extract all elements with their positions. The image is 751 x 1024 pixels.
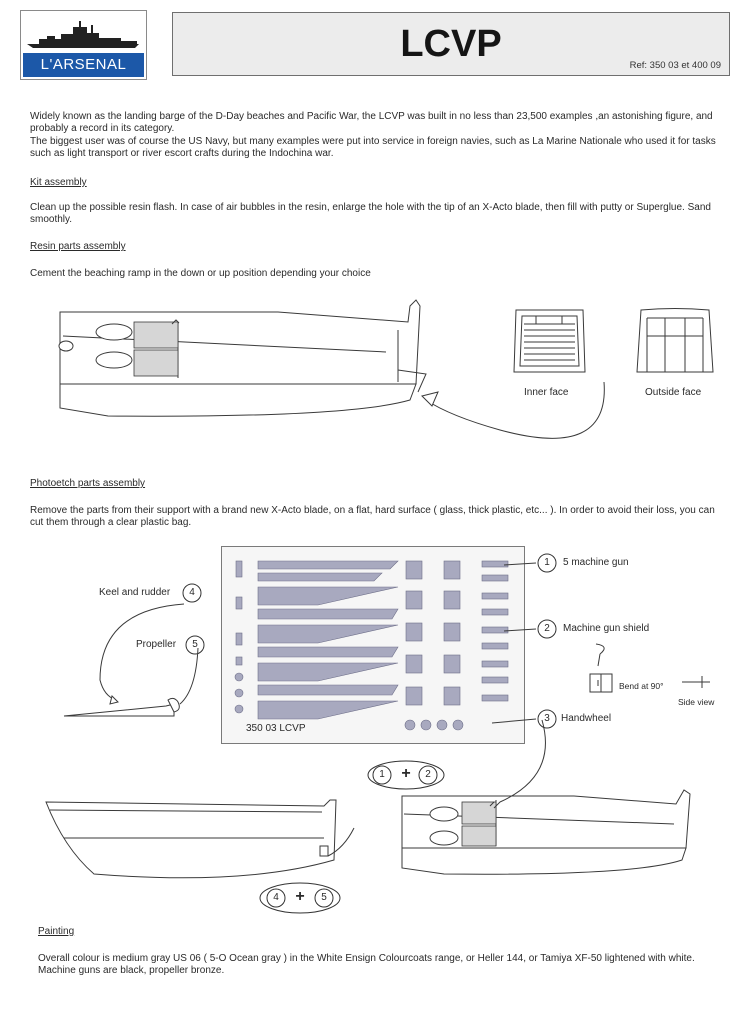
fret-label: 350 03 LCVP (246, 723, 306, 734)
fret-parts (234, 560, 509, 731)
callout-2-marker (537, 619, 557, 639)
ramp-inner-face-drawing (513, 309, 586, 373)
resin-parts-text: Cement the beaching ramp in the down or … (30, 268, 371, 279)
group-1-number-b: 2 (425, 769, 431, 780)
hull-side-drawing (45, 799, 355, 879)
group-2-plus: + (295, 888, 305, 905)
brand-name: L'ARSENAL (23, 53, 144, 77)
callout-1-2-group (367, 760, 445, 790)
callout-3-number: 3 (544, 713, 550, 724)
keel-rudder-label: Keel and rudder (99, 587, 171, 598)
group-2-number-b: 5 (321, 892, 327, 903)
machine-gun-label: 5 machine gun (563, 557, 629, 568)
bend-label: Bend at 90° (619, 681, 664, 691)
group-1-number-a: 1 (379, 769, 385, 780)
hull-top-drawing (401, 789, 691, 875)
intro-paragraph-2: The biggest user was of course the US Na… (30, 136, 716, 159)
handwheel-label: Handwheel (561, 713, 612, 724)
painting-text: Overall colour is medium gray US 06 ( 5-… (38, 953, 695, 976)
warship-icon (27, 21, 139, 48)
ramp-outside-face-drawing (636, 308, 714, 373)
ramp-arrow (421, 381, 605, 439)
photoetch-text: Remove the parts from their support with… (30, 505, 715, 528)
painting-heading: Painting (38, 926, 75, 937)
page-title: LCVP (400, 23, 502, 65)
callout-1-marker (537, 553, 557, 573)
callout-4-number: 4 (189, 587, 195, 598)
intro-paragraph-1: Widely known as the landing barge of the… (30, 111, 713, 134)
callout-leader-lines (491, 562, 537, 724)
keel-propeller-drawing (63, 603, 199, 717)
title-panel: LCVP Ref: 350 03 et 400 09 (172, 12, 730, 76)
machine-gun-shield-label: Machine gun shield (563, 623, 650, 634)
callout-4-marker (182, 583, 202, 603)
inner-face-label: Inner face (524, 387, 569, 398)
side-view-drawing (682, 676, 710, 688)
callout-5-marker (185, 635, 205, 655)
group-2-number-a: 4 (273, 892, 279, 903)
kit-assembly-text: Clean up the possible resin flash. In ca… (30, 202, 711, 225)
side-view-label: Side view (678, 697, 715, 707)
propeller-label: Propeller (136, 639, 177, 650)
resin-parts-heading: Resin parts assembly (30, 241, 126, 252)
kit-assembly-heading: Kit assembly (30, 177, 87, 188)
callout-1-number: 1 (544, 557, 550, 568)
handwheel-leader (493, 719, 546, 809)
reference-number: Ref: 350 03 et 400 09 (629, 60, 721, 71)
callout-4-5-group (259, 882, 341, 914)
photoetch-fret: 350 03 LCVP (221, 546, 525, 744)
bend-detail-drawing (589, 643, 613, 693)
callout-5-number: 5 (192, 639, 198, 650)
outside-face-label: Outside face (645, 387, 702, 398)
brand-logo: L'ARSENAL (20, 10, 147, 80)
photoetch-heading: Photoetch parts assembly (30, 478, 146, 489)
hull-resin-drawing (58, 299, 427, 417)
group-1-plus: + (401, 765, 411, 782)
callout-2-number: 2 (544, 623, 550, 634)
